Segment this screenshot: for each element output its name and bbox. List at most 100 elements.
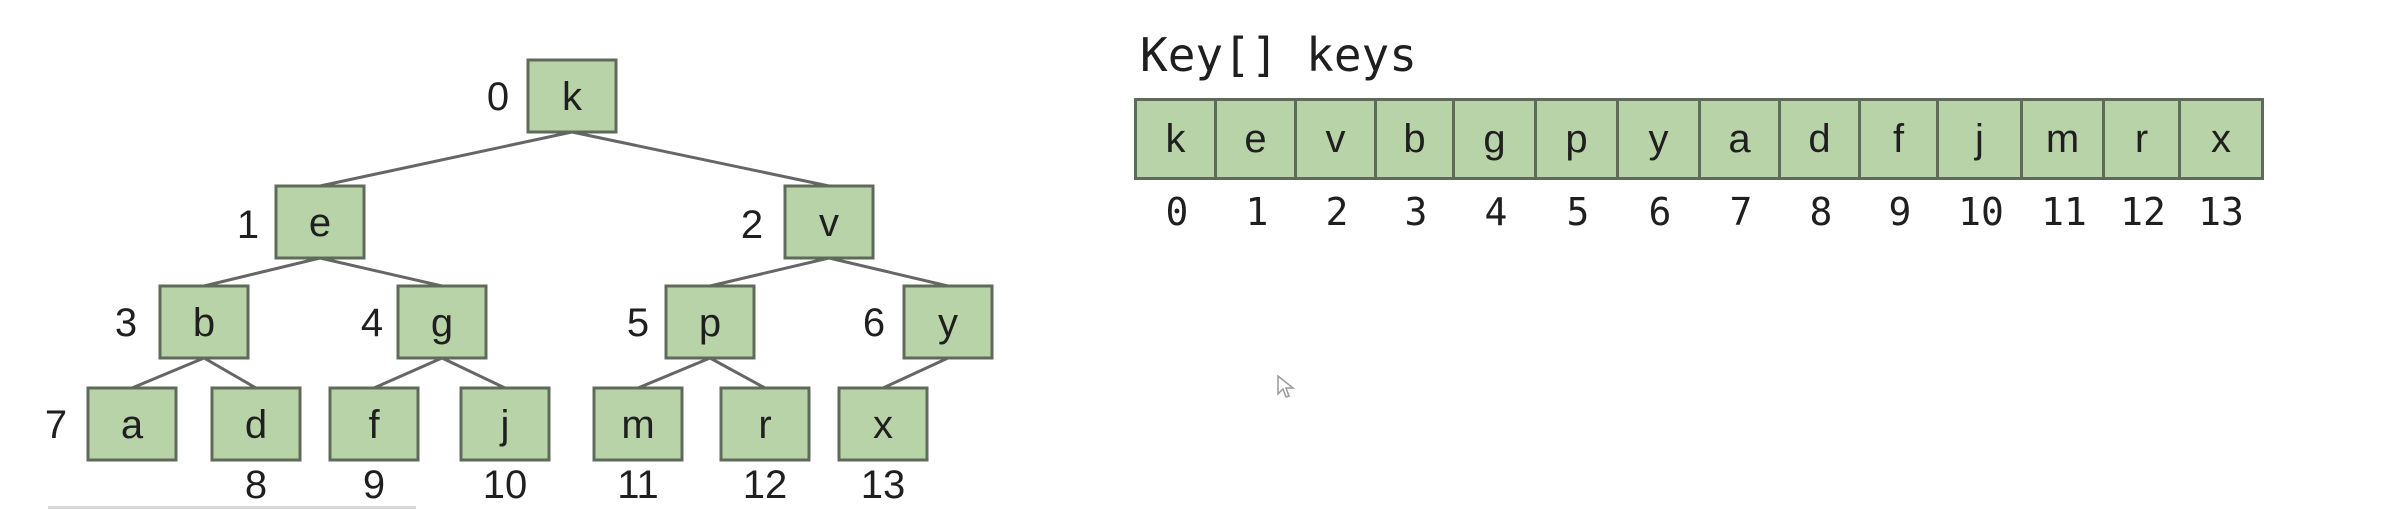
tree-node-box — [158, 284, 250, 360]
tree-node-index: 2 — [741, 203, 763, 247]
tree-node-f: f — [328, 386, 420, 462]
tree-node-key: v — [819, 201, 839, 245]
array-index-label: 4 — [1484, 190, 1508, 234]
tree-edge — [203, 256, 321, 288]
array-index-label: 11 — [2041, 190, 2087, 234]
array-cell: y — [1619, 101, 1701, 177]
tree-node-box — [459, 386, 551, 462]
tree-node-index: 9 — [363, 463, 385, 507]
tree-node-index: 8 — [245, 463, 267, 507]
tree-edge — [828, 256, 949, 288]
tree-node-y: y — [902, 284, 994, 360]
array-index-label: 2 — [1325, 190, 1349, 234]
tree-node-index: 12 — [743, 463, 788, 507]
array-index-label: 8 — [1809, 190, 1833, 234]
tree-node-box — [396, 284, 488, 360]
array-index-label: 10 — [1958, 190, 2004, 234]
tree-node-x: x — [837, 386, 929, 462]
tree-node-key: g — [431, 301, 453, 345]
array-cell: p — [1537, 101, 1619, 177]
array-cell: b — [1377, 101, 1455, 177]
array-cell: v — [1297, 101, 1377, 177]
tree-edge — [203, 356, 257, 390]
tree-edges — [131, 130, 949, 390]
tree-edge — [637, 356, 711, 390]
tree-node-index: 6 — [863, 301, 885, 345]
array-cell: e — [1217, 101, 1297, 177]
tree-node-k: k — [526, 58, 618, 134]
tree-node-key: x — [873, 403, 893, 447]
tree-node-box — [526, 58, 618, 134]
tree-node-key: e — [309, 201, 331, 245]
tree-node-index: 3 — [115, 301, 137, 345]
array-cell: g — [1455, 101, 1537, 177]
mouse-pointer-icon — [1277, 374, 1296, 398]
tree-node-key: p — [699, 301, 721, 345]
tree-nodes: k e v b g p y a d f j m r x — [86, 58, 994, 462]
tree-node-box — [837, 386, 929, 462]
tree-node-a: a — [86, 386, 178, 462]
tree-edge — [131, 356, 205, 390]
tree-edge — [441, 356, 506, 390]
array-index-label: 13 — [2198, 190, 2244, 234]
array-cell: a — [1701, 101, 1781, 177]
tree-node-key: a — [121, 403, 144, 447]
tree-node-box — [664, 284, 756, 360]
tree-node-key: f — [368, 403, 380, 447]
tree-node-key: y — [938, 301, 958, 345]
tree-node-p: p — [664, 284, 756, 360]
tree-node-box — [210, 386, 302, 462]
tree-node-box — [719, 386, 811, 462]
tree-node-d: d — [210, 386, 302, 462]
array-cell: x — [2181, 101, 2261, 177]
array-index-label: 6 — [1648, 190, 1672, 234]
tree-node-index: 4 — [361, 301, 383, 345]
tree-node-v: v — [783, 184, 875, 260]
array-cell: k — [1137, 101, 1217, 177]
array-cell: m — [2023, 101, 2105, 177]
tree-edge — [319, 130, 573, 188]
tree-node-e: e — [274, 184, 366, 260]
array-cell: r — [2105, 101, 2181, 177]
tree-node-j: j — [459, 386, 551, 462]
tree-node-r: r — [719, 386, 811, 462]
tree-node-index: 10 — [483, 463, 528, 507]
tree-node-index: 13 — [861, 463, 906, 507]
array-index-label: 12 — [2120, 190, 2166, 234]
tree-node-m: m — [592, 386, 684, 462]
array-index-label: 0 — [1165, 190, 1189, 234]
array-index-label: 5 — [1566, 190, 1590, 234]
tree-node-box — [328, 386, 420, 462]
array-index-label: 7 — [1729, 190, 1753, 234]
bottom-divider — [48, 506, 416, 509]
tree-node-index: 11 — [617, 463, 659, 507]
array-cell: d — [1781, 101, 1861, 177]
tree-edge — [882, 356, 949, 390]
array-cell: j — [1939, 101, 2023, 177]
tree-node-key: k — [562, 75, 583, 119]
tree-edge — [709, 256, 830, 288]
tree-node-g: g — [396, 284, 488, 360]
tree-node-index: 5 — [627, 301, 649, 345]
tree-edge — [709, 356, 766, 390]
tree-node-box — [902, 284, 994, 360]
tree-edge — [319, 256, 443, 288]
tree-node-box — [274, 184, 366, 260]
tree-node-key: b — [193, 301, 215, 345]
array-title: Key[] keys — [1140, 28, 1417, 82]
tree-node-index: 0 — [487, 75, 509, 119]
tree-node-index: 7 — [45, 403, 67, 447]
tree-node-key: j — [500, 403, 510, 447]
tree-node-key: m — [621, 403, 654, 447]
tree-node-key: d — [245, 403, 267, 447]
array-index-label: 9 — [1888, 190, 1912, 234]
tree-node-box — [86, 386, 178, 462]
tree-edge — [373, 356, 443, 390]
tree-node-box — [592, 386, 684, 462]
array-cell: f — [1861, 101, 1939, 177]
tree-node-key: r — [758, 403, 771, 447]
tree-node-box — [783, 184, 875, 260]
